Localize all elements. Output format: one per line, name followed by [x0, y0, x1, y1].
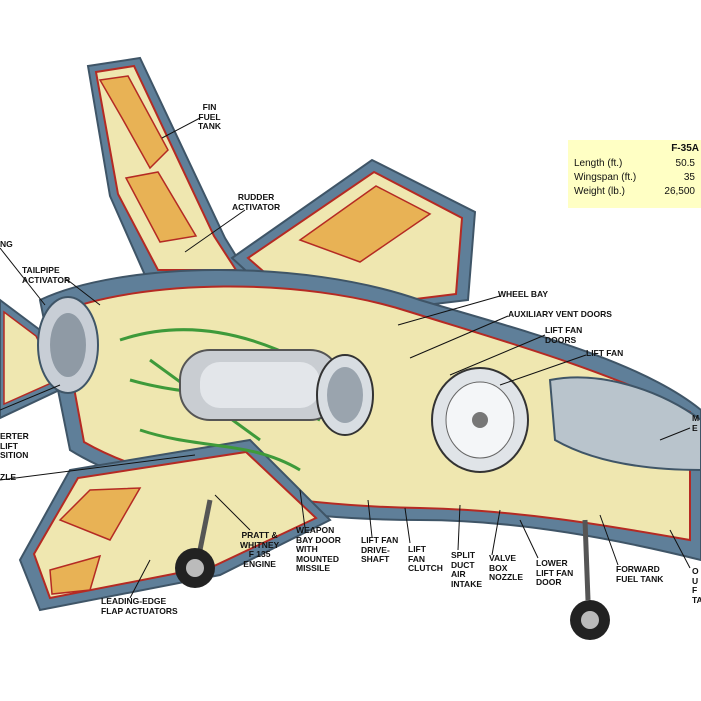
specs-label: Length (ft.) — [574, 158, 623, 169]
label-tailpipe-activator: TAILPIPE ACTIVATOR — [22, 265, 71, 285]
specs-box: F-35A Length (ft.) 50.5 Wingspan (ft.) 3… — [568, 140, 701, 208]
label-auxiliary-vent-doors: AUXILIARY VENT DOORS — [508, 309, 612, 319]
specs-label: Weight (lb.) — [574, 186, 625, 197]
label-lift-fan: LIFT FAN — [586, 348, 624, 358]
specs-value: 26,500 — [664, 186, 695, 197]
specs-value: 35 — [683, 172, 695, 183]
label-rudder-activator: RUDDER ACTIVATOR — [232, 192, 281, 212]
lift-fan — [431, 367, 529, 473]
label-lift-fan-driveshaft: LIFT FAN DRIVE- SHAFT — [361, 535, 399, 564]
left-wing — [18, 438, 332, 612]
nose-landing-gear — [570, 519, 610, 640]
label-fin-fuel-tank: FIN FUEL TANK — [198, 102, 221, 131]
label-leading-edge-flap-actuators: LEADING-EDGE FLAP ACTUATORS — [101, 596, 178, 616]
engine-f135 — [179, 349, 341, 421]
specs-value: 50.5 — [675, 158, 695, 169]
label-split-duct-air-intake: SPLIT DUCT AIR INTAKE — [451, 550, 483, 589]
label-forward-fuel-tank: FORWARD FUEL TANK — [616, 564, 664, 584]
label-converter-lift-position: ERTER LIFT SITION — [0, 431, 29, 460]
specs-title: F-35A — [671, 143, 699, 154]
label-pratt-whitney-engine: PRATT & WHITNEY F 135 ENGINE — [240, 530, 280, 569]
leader-lines — [0, 117, 691, 599]
specs-label: Wingspan (ft.) — [574, 172, 637, 183]
label-fragment-ng: NG — [0, 239, 13, 249]
rear-fan-disk — [316, 354, 374, 436]
label-wheel-bay: WHEEL BAY — [498, 289, 549, 299]
label-lower-lift-fan-door: LOWER LIFT FAN DOOR — [536, 558, 574, 587]
engine-nozzle — [37, 296, 99, 394]
main-landing-gear — [175, 499, 215, 588]
cockpit — [548, 376, 701, 472]
label-fragment-right-edge: M E — [692, 413, 700, 433]
vertical-fin — [86, 56, 254, 283]
label-valve-box-nozzle: VALVE BOX NOZZLE — [489, 553, 523, 582]
label-lift-fan-doors: LIFT FAN DOORS — [545, 325, 583, 345]
label-fragment-bottom-right: O U F TA — [692, 566, 701, 605]
label-lift-fan-clutch: LIFT FAN CLUTCH — [408, 544, 443, 573]
label-weapon-bay-door: WEAPON BAY DOOR WITH MOUNTED MISSILE — [296, 525, 341, 573]
label-nozzle: ZLE — [0, 472, 17, 482]
